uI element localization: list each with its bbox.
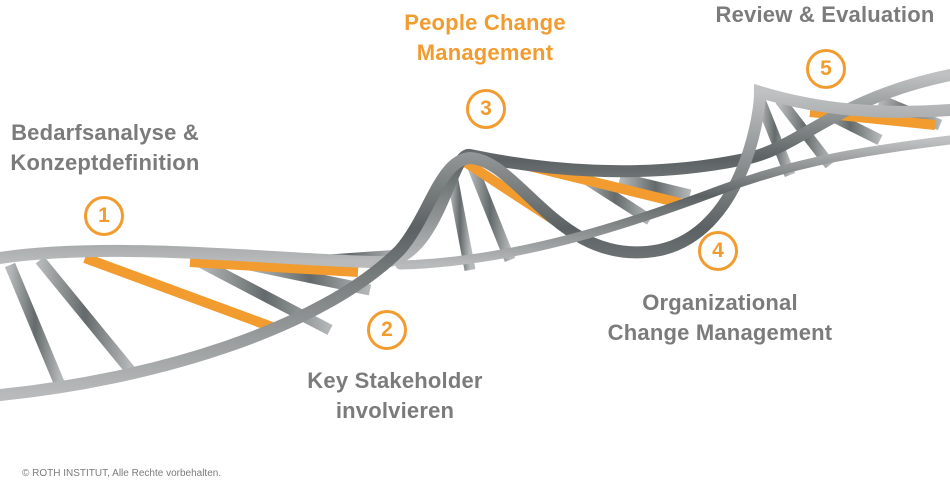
helix-strand-c [395, 135, 950, 270]
helix-strand-b [0, 83, 950, 401]
copyright-notice: © ROTH INSTITUT, Alle Rechte vorbehalten… [22, 468, 222, 479]
step-1-label: Bedarfsanalyse & Konzeptdefinition [10, 120, 200, 175]
step-3-badge: 3 [466, 89, 506, 129]
step-4-badge: 4 [698, 231, 738, 271]
step-3-label: People Change Management [404, 10, 566, 65]
step-2-label: Key Stakeholder involvieren [307, 368, 483, 423]
step-4-label: Organizational Change Management [607, 290, 833, 345]
step-1-badge: 1 [84, 196, 124, 236]
step-5-label: Review & Evaluation [715, 2, 935, 27]
step-2-badge: 2 [367, 310, 407, 350]
step-5-badge: 5 [806, 49, 846, 89]
